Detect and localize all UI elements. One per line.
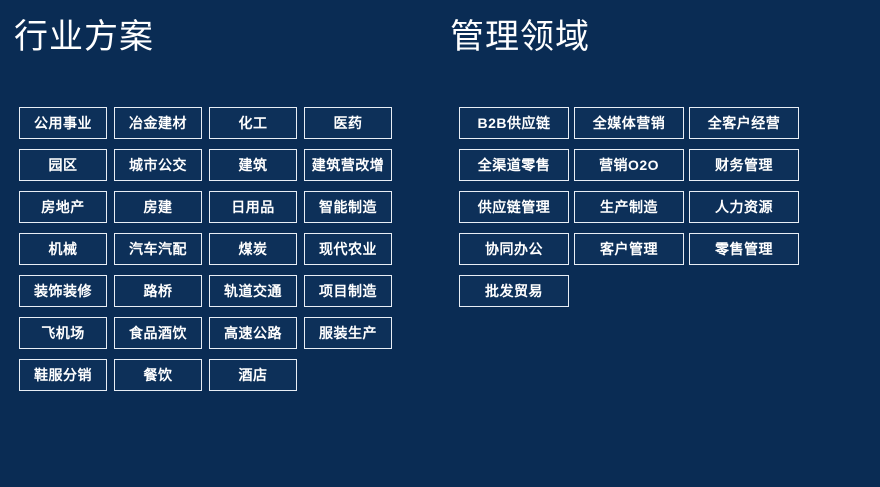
tag-row: 批发贸易 xyxy=(459,275,804,307)
tag-button-management-3-1[interactable]: 客户管理 xyxy=(574,233,684,265)
tag-row: 飞机场食品酒饮高速公路服装生产 xyxy=(19,317,399,349)
tag-row: 装饰装修路桥轨道交通项目制造 xyxy=(19,275,399,307)
tag-button-industry-6-0[interactable]: 鞋服分销 xyxy=(19,359,107,391)
tag-button-industry-4-2[interactable]: 轨道交通 xyxy=(209,275,297,307)
tag-row: 园区城市公交建筑建筑营改增 xyxy=(19,149,399,181)
tag-button-industry-4-3[interactable]: 项目制造 xyxy=(304,275,392,307)
tag-button-management-3-0[interactable]: 协同办公 xyxy=(459,233,569,265)
industry-solutions-panel: 行业方案 公用事业冶金建材化工医药园区城市公交建筑建筑营改增房地产房建日用品智能… xyxy=(14,18,399,391)
tag-button-industry-1-0[interactable]: 园区 xyxy=(19,149,107,181)
tag-button-industry-2-2[interactable]: 日用品 xyxy=(209,191,297,223)
tag-button-industry-0-0[interactable]: 公用事业 xyxy=(19,107,107,139)
tag-button-industry-0-2[interactable]: 化工 xyxy=(209,107,297,139)
tag-button-industry-5-2[interactable]: 高速公路 xyxy=(209,317,297,349)
tag-button-industry-3-3[interactable]: 现代农业 xyxy=(304,233,392,265)
tag-row: 供应链管理生产制造人力资源 xyxy=(459,191,804,223)
tag-button-management-1-1[interactable]: 营销O2O xyxy=(574,149,684,181)
tag-button-management-0-1[interactable]: 全媒体营销 xyxy=(574,107,684,139)
tag-button-management-4-0[interactable]: 批发贸易 xyxy=(459,275,569,307)
tag-button-industry-2-3[interactable]: 智能制造 xyxy=(304,191,392,223)
tag-button-industry-6-2[interactable]: 酒店 xyxy=(209,359,297,391)
tag-button-management-2-0[interactable]: 供应链管理 xyxy=(459,191,569,223)
tag-button-industry-3-0[interactable]: 机械 xyxy=(19,233,107,265)
tag-button-industry-0-3[interactable]: 医药 xyxy=(304,107,392,139)
tag-button-industry-5-1[interactable]: 食品酒饮 xyxy=(114,317,202,349)
industry-tag-grid: 公用事业冶金建材化工医药园区城市公交建筑建筑营改增房地产房建日用品智能制造机械汽… xyxy=(19,107,399,391)
tag-button-management-0-2[interactable]: 全客户经营 xyxy=(689,107,799,139)
tag-button-industry-2-1[interactable]: 房建 xyxy=(114,191,202,223)
tag-button-management-2-2[interactable]: 人力资源 xyxy=(689,191,799,223)
tag-button-industry-2-0[interactable]: 房地产 xyxy=(19,191,107,223)
tag-button-industry-5-0[interactable]: 飞机场 xyxy=(19,317,107,349)
tag-button-industry-1-2[interactable]: 建筑 xyxy=(209,149,297,181)
tag-row: 机械汽车汽配煤炭现代农业 xyxy=(19,233,399,265)
tag-row: 协同办公客户管理零售管理 xyxy=(459,233,804,265)
tag-button-industry-3-1[interactable]: 汽车汽配 xyxy=(114,233,202,265)
tag-button-management-3-2[interactable]: 零售管理 xyxy=(689,233,799,265)
tag-button-industry-4-0[interactable]: 装饰装修 xyxy=(19,275,107,307)
tag-button-management-1-2[interactable]: 财务管理 xyxy=(689,149,799,181)
tag-button-management-2-1[interactable]: 生产制造 xyxy=(574,191,684,223)
tag-button-industry-6-1[interactable]: 餐饮 xyxy=(114,359,202,391)
tag-row: 公用事业冶金建材化工医药 xyxy=(19,107,399,139)
page-title-management: 管理领域 xyxy=(450,18,590,56)
tag-row: 房地产房建日用品智能制造 xyxy=(19,191,399,223)
tag-button-industry-3-2[interactable]: 煤炭 xyxy=(209,233,297,265)
tag-button-industry-1-3[interactable]: 建筑营改增 xyxy=(304,149,392,181)
tag-button-industry-1-1[interactable]: 城市公交 xyxy=(114,149,202,181)
tag-button-management-1-0[interactable]: 全渠道零售 xyxy=(459,149,569,181)
tag-row: 鞋服分销餐饮酒店 xyxy=(19,359,399,391)
page-title-industry: 行业方案 xyxy=(14,18,154,56)
tag-row: B2B供应链全媒体营销全客户经营 xyxy=(459,107,804,139)
tag-button-management-0-0[interactable]: B2B供应链 xyxy=(459,107,569,139)
tag-button-industry-4-1[interactable]: 路桥 xyxy=(114,275,202,307)
tag-button-industry-5-3[interactable]: 服装生产 xyxy=(304,317,392,349)
tag-button-industry-0-1[interactable]: 冶金建材 xyxy=(114,107,202,139)
